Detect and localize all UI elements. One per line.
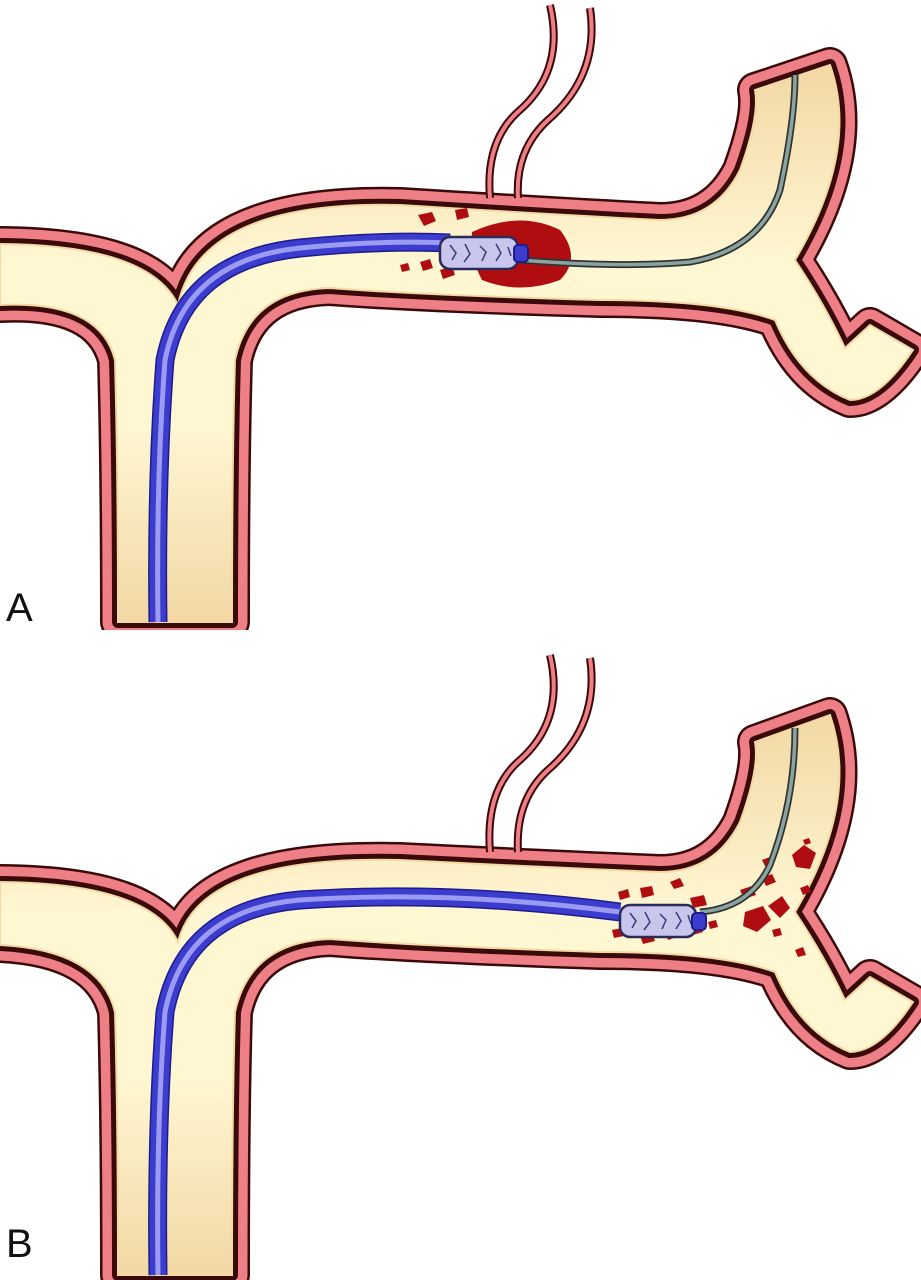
panel-label-b: B <box>6 1222 33 1266</box>
panel-a: A <box>0 0 921 630</box>
panel-label-a: A <box>6 586 33 630</box>
vessel-tree <box>0 697 921 1280</box>
catheter <box>148 232 451 623</box>
panel-b: B <box>0 650 921 1280</box>
side-branch-vessel <box>485 4 596 199</box>
vessel-lumen <box>0 713 915 1276</box>
device <box>618 903 707 939</box>
guidewire-core <box>519 74 797 267</box>
clot-fragments <box>612 838 816 957</box>
vessel-tree <box>0 47 921 630</box>
vessel-lumen <box>0 63 915 623</box>
side-branch-vessel <box>485 654 596 853</box>
vessel-diagram-b <box>0 654 921 1280</box>
guidewire-core <box>699 727 797 914</box>
device <box>438 235 529 271</box>
catheter <box>148 887 622 1276</box>
vessel-diagram-a <box>0 4 921 630</box>
